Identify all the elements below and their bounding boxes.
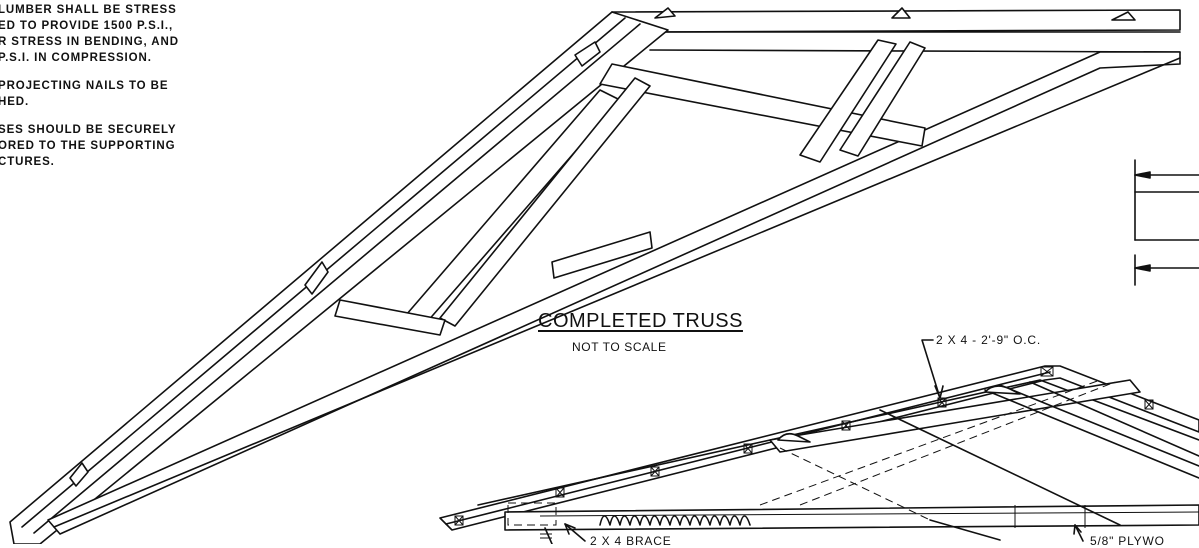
gusset-ridge-2 [891,7,911,19]
web-member-3 [799,39,897,163]
web-member-2 [439,77,651,327]
scale-note: NOT TO SCALE [572,340,667,354]
gusset-top [574,41,601,67]
completed-truss-illustration [9,7,1181,544]
roof-framing-view [439,365,1199,544]
scallop-row [599,515,751,526]
note-trusses-line3: CTURES. [0,156,55,168]
block-2 [984,385,1021,395]
dimension-markers [1134,159,1199,286]
note-nails-line2: HED. [0,96,30,108]
note-nails-line1: PROJECTING NAILS TO BE [0,80,169,92]
note-lumber-line1: LUMBER SHALL BE STRESS [0,4,177,16]
plywood-callout: 5/8" PLYWO [1090,534,1165,548]
gusset-low [69,462,89,487]
purlin-leader [921,339,941,399]
note-lumber-line2: ED TO PROVIDE 1500 P.S.I., [0,20,174,32]
gusset-ridge-3 [1111,11,1136,21]
brace-leader [564,523,586,542]
bottom-chord [47,51,1181,535]
gusset-ridge-1 [654,7,676,19]
drawing-title: COMPLETED TRUSS [538,310,743,332]
note-trusses-line2: ORED TO THE SUPPORTING [0,140,176,152]
splice-plate [551,231,653,279]
callout-leaders [564,339,1084,542]
ceiling-plate [504,504,1199,531]
web-member-4 [839,41,926,157]
gusset-mid [304,261,329,295]
note-lumber-line4: P.S.I. IN COMPRESSION. [0,52,152,64]
nail-marks [454,366,1154,526]
lower-strut [334,299,446,336]
block-1 [777,432,811,443]
top-chord [9,11,669,544]
purlin-callout: 2 X 4 - 2'-9" O.C. [936,333,1041,347]
brace-callout: 2 X 4 BRACE [590,534,672,548]
note-trusses-line1: SES SHOULD BE SECURELY [0,124,177,136]
note-lumber-line3: R STRESS IN BENDING, AND [0,36,179,48]
